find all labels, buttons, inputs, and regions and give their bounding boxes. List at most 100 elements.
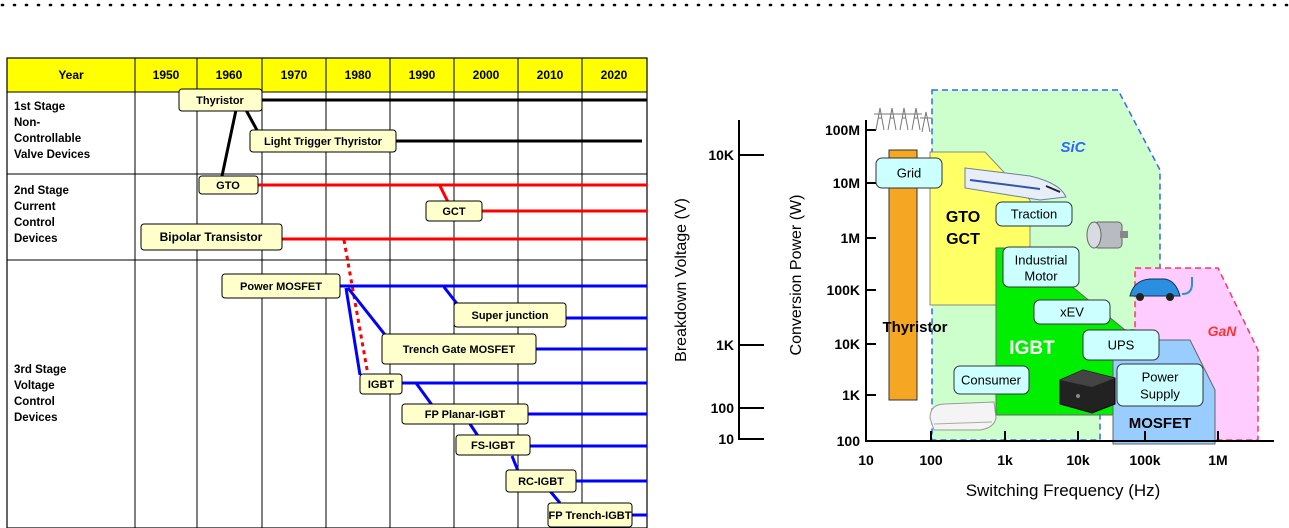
power-tick-100k: 100K (827, 282, 860, 298)
svg-text:GTO: GTO (216, 180, 240, 192)
frequency-axis-label: Switching Frequency (Hz) (966, 481, 1161, 500)
device-super-junction: Super junction (453, 302, 567, 328)
device-power-mosfet: Power MOSFET (221, 273, 341, 299)
electric-motor-icon (1086, 221, 1128, 249)
stage2-line1: 2nd Stage (14, 185, 69, 197)
mosfet-label: MOSFET (1129, 415, 1192, 432)
device-fp-trench-igbt: FP Trench-IGBT (547, 502, 633, 528)
svg-text:Supply: Supply (1140, 386, 1180, 401)
app-ups: UPS (1082, 329, 1160, 361)
stage2-line2: Current (14, 201, 56, 213)
svg-text:FP Planar-IGBT: FP Planar-IGBT (425, 409, 506, 421)
stage1-line1: 1st Stage (14, 101, 65, 113)
stage3-line4: Devices (14, 412, 57, 424)
device-timeline-table: Year 1950 1960 1970 1980 1990 2000 2010 … (6, 57, 648, 528)
table-grid (7, 58, 647, 528)
app-consumer: Consumer (953, 365, 1030, 395)
year-2020: 2020 (601, 68, 628, 82)
stage1-line4: Valve Devices (14, 149, 90, 161)
svg-text:IGBT: IGBT (368, 379, 395, 391)
voltage-tick-10k: 10K (708, 147, 734, 163)
sic-label: SiC (1060, 139, 1086, 156)
device-light-trigger-thyristor: Light Trigger Thyristor (249, 129, 397, 153)
power-tick-100m: 100M (825, 122, 860, 138)
igbt-label: IGBT (1009, 338, 1055, 359)
air-conditioner-icon (929, 401, 997, 431)
freq-tick-100: 100 (919, 452, 943, 468)
voltage-tick-1k: 1K (716, 337, 734, 353)
thyristor-bar (888, 149, 918, 401)
year-2010: 2010 (537, 68, 564, 82)
device-igbt: IGBT (359, 373, 403, 395)
svg-text:Consumer: Consumer (961, 372, 1022, 387)
svg-text:GCT: GCT (442, 206, 466, 218)
stage2-line4: Devices (14, 233, 57, 245)
year-1960: 1960 (216, 68, 243, 82)
svg-text:Bipolar Transistor: Bipolar Transistor (160, 230, 263, 244)
svg-text:Trench Gate MOSFET: Trench Gate MOSFET (403, 344, 516, 356)
stage1-line3: Controllable (14, 133, 81, 145)
app-grid: Grid (875, 157, 943, 189)
device-gto: GTO (198, 175, 259, 195)
bullet-train-icon (964, 167, 1067, 201)
stage3-line3: Control (14, 396, 55, 408)
power-tick-10m: 10M (833, 175, 860, 191)
svg-text:Power MOSFET: Power MOSFET (240, 281, 322, 293)
gct-label: GCT (946, 231, 980, 248)
device-trench-gate-mosfet: Trench Gate MOSFET (381, 333, 537, 365)
gan-label: GaN (1208, 323, 1238, 339)
app-power-supply: Power Supply (1116, 363, 1204, 407)
stage1-line2: Non- (14, 117, 40, 129)
svg-text:Light Trigger Thyristor: Light Trigger Thyristor (264, 136, 383, 148)
electric-car-icon (1129, 277, 1193, 301)
device-gct: GCT (425, 200, 483, 222)
power-tick-1m: 1M (841, 230, 860, 246)
year-1970: 1970 (281, 68, 308, 82)
stage1-lines (220, 98, 647, 177)
app-industrial-motor: Industrial Motor (1002, 246, 1080, 288)
svg-text:FS-IGBT: FS-IGBT (471, 440, 515, 452)
svg-text:Thyristor: Thyristor (196, 95, 244, 107)
app-xev: xEV (1033, 299, 1111, 325)
freq-tick-1m: 1M (1208, 452, 1227, 468)
stage2-line3: Control (14, 217, 55, 229)
voltage-tick-100: 100 (711, 400, 735, 416)
year-1980: 1980 (345, 68, 372, 82)
table-header-row (6, 57, 648, 93)
device-fs-igbt: FS-IGBT (455, 434, 531, 456)
gto-label: GTO (946, 209, 980, 226)
freq-tick-10: 10 (858, 452, 874, 468)
breakdown-voltage-axis: Breakdown Voltage (V) 10K 1K 100 10 (673, 120, 764, 447)
device-fp-planar-igbt: FP Planar-IGBT (401, 403, 529, 425)
thyristor-label: Thyristor (882, 319, 947, 336)
svg-text:xEV: xEV (1060, 304, 1084, 319)
power-axis-label: Conversion Power (W) (788, 195, 805, 356)
power-tick-100: 100 (837, 433, 861, 449)
svg-text:Super junction: Super junction (472, 310, 549, 322)
transmission-tower-icon (874, 107, 932, 133)
year-1950: 1950 (153, 68, 180, 82)
year-header: Year (58, 68, 84, 82)
svg-text:Grid: Grid (897, 165, 922, 180)
stage3-line1: 3rd Stage (14, 364, 66, 376)
voltage-tick-10: 10 (718, 431, 734, 447)
device-bipolar-transistor: Bipolar Transistor (140, 223, 283, 251)
freq-tick-1k: 1k (997, 452, 1013, 468)
breakdown-voltage-label: Breakdown Voltage (V) (673, 198, 690, 362)
stage3-lines (340, 284, 647, 517)
freq-tick-10k: 10k (1066, 452, 1090, 468)
device-thyristor: Thyristor (178, 88, 263, 112)
power-frequency-map: 100M 10M 1M 100K 10K 1K 100 10 100 1k 10… (788, 89, 1274, 500)
stage2-lines (258, 183, 647, 376)
svg-text:Power: Power (1142, 369, 1180, 384)
svg-text:Traction: Traction (1011, 206, 1057, 221)
freq-tick-100k: 100k (1129, 452, 1160, 468)
svg-text:Motor: Motor (1024, 268, 1058, 283)
ups-unit-icon (1059, 369, 1116, 414)
power-tick-10k: 10K (834, 336, 860, 352)
svg-text:RC-IGBT: RC-IGBT (518, 476, 564, 488)
svg-text:UPS: UPS (1108, 337, 1135, 352)
device-rc-igbt: RC-IGBT (505, 469, 577, 493)
year-1990: 1990 (409, 68, 436, 82)
